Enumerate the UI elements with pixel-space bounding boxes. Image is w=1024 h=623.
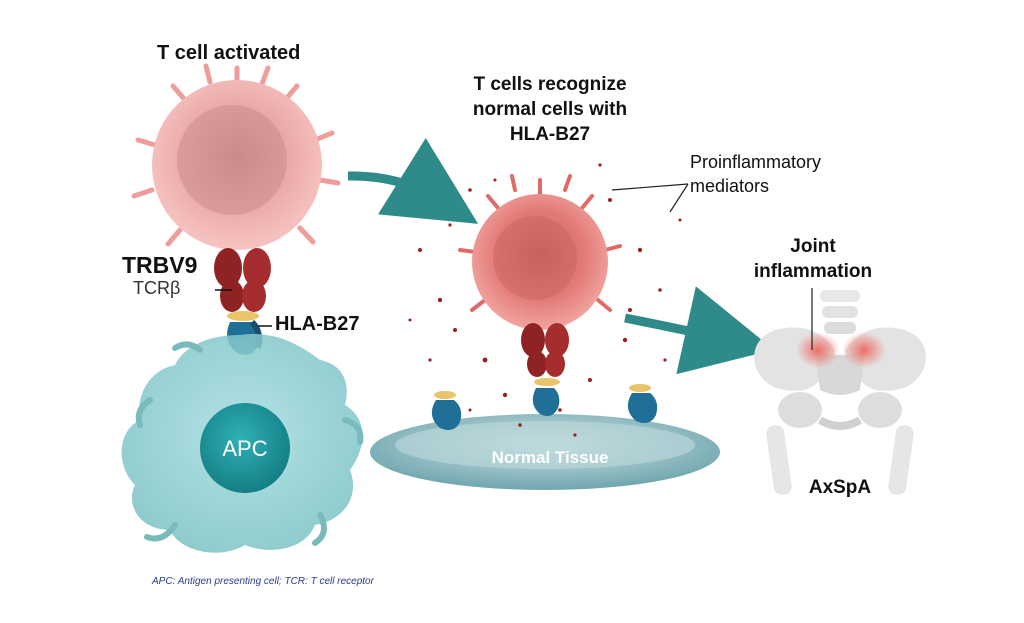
apc-cell <box>121 334 364 553</box>
arrow-to-joint <box>624 286 774 375</box>
label-apc: APC <box>222 436 268 461</box>
arrow-to-recognition <box>347 137 479 224</box>
activated-t-cell <box>131 63 341 250</box>
label-proinflammatory-mediators: Proinflammatory mediators <box>690 150 821 198</box>
mediator-pointers <box>611 183 689 213</box>
joint-line-2: inflammation <box>753 261 873 282</box>
label-tcr-beta: TCRβ <box>133 278 181 298</box>
footnote: APC: Antigen presenting cell; TCR: T cel… <box>152 576 374 587</box>
label-trbv9: TRBV9 <box>122 252 198 278</box>
title-t-cell-activated: T cell activated <box>157 42 301 64</box>
recognition-line-2: normal cells with <box>472 99 628 120</box>
proinflammatory-line-2: mediators <box>690 176 770 196</box>
label-normal-tissue: Normal Tissue <box>491 448 609 467</box>
tcr-receptor-left <box>214 248 271 312</box>
joint-line-1: Joint <box>790 236 836 257</box>
recognition-line-1: T cells recognize <box>473 74 627 95</box>
label-hla-b27: HLA-B27 <box>275 313 360 335</box>
hla-b27-surface-molecules <box>431 384 658 430</box>
label-axspa: AxSpA <box>808 477 872 498</box>
recognizing-t-cell <box>458 174 622 330</box>
tcr-receptor-middle <box>521 323 569 416</box>
normal-tissue-surface <box>370 414 720 490</box>
pelvis-illustration <box>754 288 926 495</box>
proinflammatory-line-1: Proinflammatory <box>690 152 822 172</box>
proinflammatory-particles <box>408 163 682 437</box>
title-recognition: T cells recognize normal cells with HLA-… <box>430 72 670 147</box>
recognition-line-3: HLA-B27 <box>509 124 591 145</box>
label-joint-inflammation: Joint inflammation <box>738 234 888 284</box>
